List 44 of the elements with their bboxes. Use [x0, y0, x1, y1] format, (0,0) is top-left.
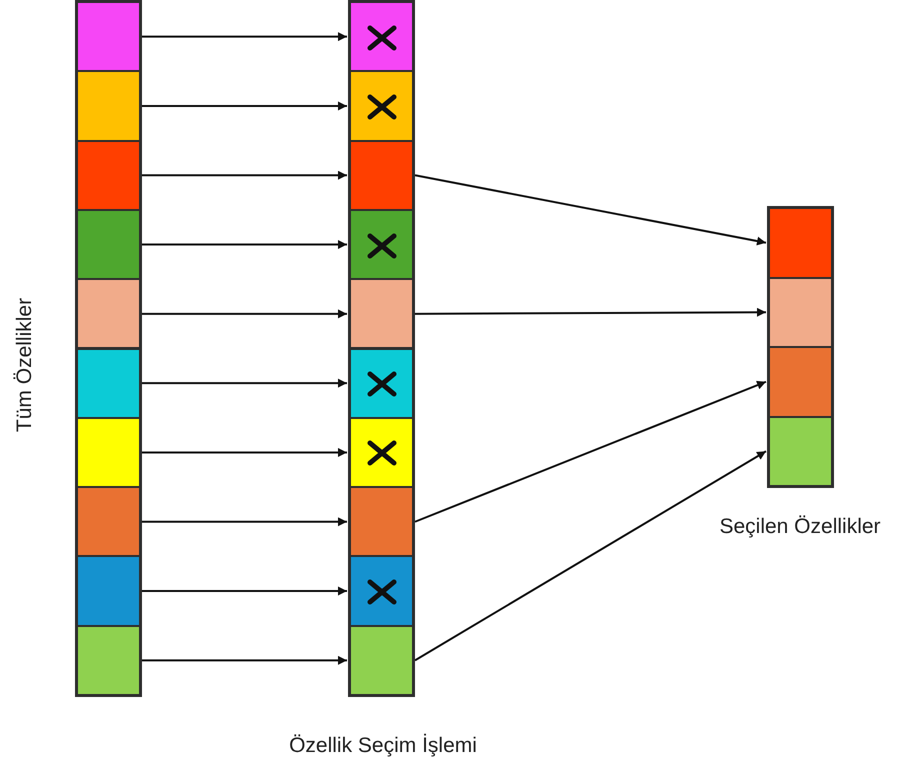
feature-box — [77, 626, 140, 695]
feature-box — [77, 2, 140, 72]
arrow — [142, 586, 347, 596]
column-caption: Özellik Seçim İşlemi — [289, 734, 477, 758]
arrow — [414, 380, 766, 523]
feature-box — [350, 71, 413, 141]
feature-box — [769, 416, 832, 486]
feature-box — [77, 556, 140, 626]
feature-column — [348, 0, 415, 697]
feature-box — [77, 210, 140, 280]
feature-box — [350, 348, 413, 418]
arrow — [142, 101, 347, 110]
arrow — [415, 308, 766, 317]
feature-column — [75, 0, 142, 697]
arrow — [142, 170, 347, 180]
arrow — [142, 448, 347, 457]
feature-box — [77, 487, 140, 556]
feature-box — [350, 279, 413, 348]
arrow — [414, 450, 767, 662]
feature-box — [350, 626, 413, 695]
arrow — [142, 309, 347, 318]
arrow — [142, 656, 347, 665]
feature-box — [769, 278, 832, 347]
arrow — [414, 174, 766, 246]
arrow — [142, 32, 347, 42]
column-caption: Seçilen Özellikler — [719, 515, 881, 539]
feature-column — [767, 206, 834, 488]
column-caption: Tüm Özellikler — [13, 298, 37, 432]
feature-box — [350, 140, 413, 210]
feature-box — [77, 140, 140, 210]
feature-box — [769, 208, 832, 278]
feature-box — [350, 2, 413, 72]
feature-box — [77, 71, 140, 141]
feature-box — [350, 418, 413, 488]
feature-box — [350, 487, 413, 556]
arrow — [142, 517, 347, 526]
arrow — [142, 378, 347, 388]
arrow — [142, 240, 347, 250]
feature-box — [77, 418, 140, 488]
feature-box — [77, 348, 140, 418]
feature-box — [77, 279, 140, 348]
feature-box — [350, 556, 413, 626]
feature-box — [350, 210, 413, 280]
feature-box — [769, 347, 832, 416]
